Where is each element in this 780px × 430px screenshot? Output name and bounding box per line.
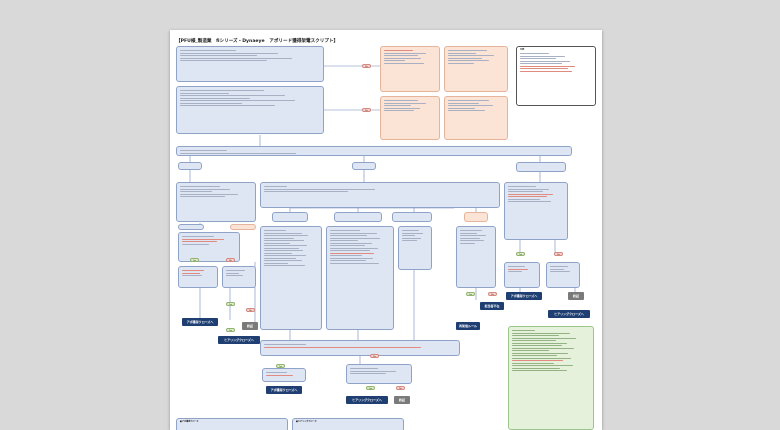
branch-pill-middle xyxy=(352,162,376,170)
yes-tag: Yes xyxy=(366,386,375,390)
intro-box xyxy=(176,46,324,82)
no-tag: No xyxy=(554,252,563,256)
yes-tag: Yes xyxy=(226,328,235,332)
script-sheet: 【PFU様_製造業 fiシリーズ・Dynaeye アポリード獲得架電スクリプト】 xyxy=(170,30,602,430)
yes-tag: Yes xyxy=(276,364,285,368)
left-followup-box-2 xyxy=(222,266,256,288)
left-followup-box xyxy=(178,266,218,288)
appo-close-outcome-right: アポ獲得クローズへ xyxy=(506,292,542,300)
middle-column-2 xyxy=(326,226,394,330)
end-outcome-lower: 終話 xyxy=(394,396,410,404)
end-outcome-right: 終話 xyxy=(568,292,584,300)
right-sub-box-2 xyxy=(546,262,580,288)
legend-label: 凡例 xyxy=(520,49,525,51)
middle-column-1 xyxy=(260,226,322,330)
right-branch-box xyxy=(504,182,568,240)
left-no-pill xyxy=(230,224,256,230)
no-tag: No xyxy=(488,292,497,296)
middle-sub-pill-4 xyxy=(464,212,488,222)
left-yes-pill xyxy=(178,224,204,230)
document-title: 【PFU様_製造業 fiシリーズ・Dynaeye アポリード獲得架電スクリプト】 xyxy=(176,39,339,44)
no-tag: No xyxy=(362,64,371,68)
left-detail-box xyxy=(178,232,240,262)
lower-left-box xyxy=(262,368,306,382)
yes-tag: Yes xyxy=(466,292,475,296)
appo-close-section: ■アポ獲得クローズ xyxy=(176,418,288,430)
no-tag: No xyxy=(226,258,235,262)
middle-sub-pill-3 xyxy=(392,212,432,222)
middle-branch-box xyxy=(260,182,500,208)
hearing-close-section: ■ヒアリングクローズ xyxy=(292,418,404,430)
absent-outcome: 担当者不在 xyxy=(480,302,504,310)
company-check-box xyxy=(176,86,324,134)
right-sub-box-1 xyxy=(504,262,540,288)
rejection-box xyxy=(444,96,508,140)
middle-column-4 xyxy=(456,226,496,288)
reception-response-box xyxy=(380,46,440,92)
branch-pill-left xyxy=(178,162,202,170)
end-outcome: 終話 xyxy=(242,322,258,330)
hearing-band xyxy=(176,146,572,156)
yes-tag: Yes xyxy=(516,252,525,256)
no-tag: No xyxy=(370,354,379,358)
no-tag: No xyxy=(396,386,405,390)
legend-box: 凡例 xyxy=(516,46,596,106)
appo-close-outcome-lower: アポ獲得クローズへ xyxy=(266,386,302,394)
middle-sub-pill-2 xyxy=(334,212,382,222)
hearing-close-section-title: ■ヒアリングクローズ xyxy=(296,421,317,423)
absent-handling-box xyxy=(444,46,508,92)
hearing-close-outcome-lower: ヒアリングクローズへ xyxy=(346,396,388,404)
appo-close-section-title: ■アポ獲得クローズ xyxy=(180,421,199,423)
left-branch-box xyxy=(176,182,256,222)
middle-sub-pill-1 xyxy=(272,212,308,222)
yes-tag: Yes xyxy=(190,258,199,262)
hearing-close-outcome-right: ヒアリングクローズへ xyxy=(548,310,590,318)
transfer-box xyxy=(380,96,440,140)
lower-band-box xyxy=(260,340,460,356)
no-tag: No xyxy=(246,308,255,312)
appo-close-outcome: アポ獲得クローズへ xyxy=(182,318,218,326)
middle-column-3 xyxy=(398,226,432,270)
yes-tag: Yes xyxy=(226,302,235,306)
no-tag: No xyxy=(362,108,371,112)
notes-box xyxy=(508,326,594,430)
hearing-close-outcome: ヒアリングクローズへ xyxy=(218,336,260,344)
branch-pill-right xyxy=(516,162,566,172)
retry-outcome: 再架電ルール xyxy=(456,322,480,330)
lower-right-box xyxy=(346,364,412,384)
